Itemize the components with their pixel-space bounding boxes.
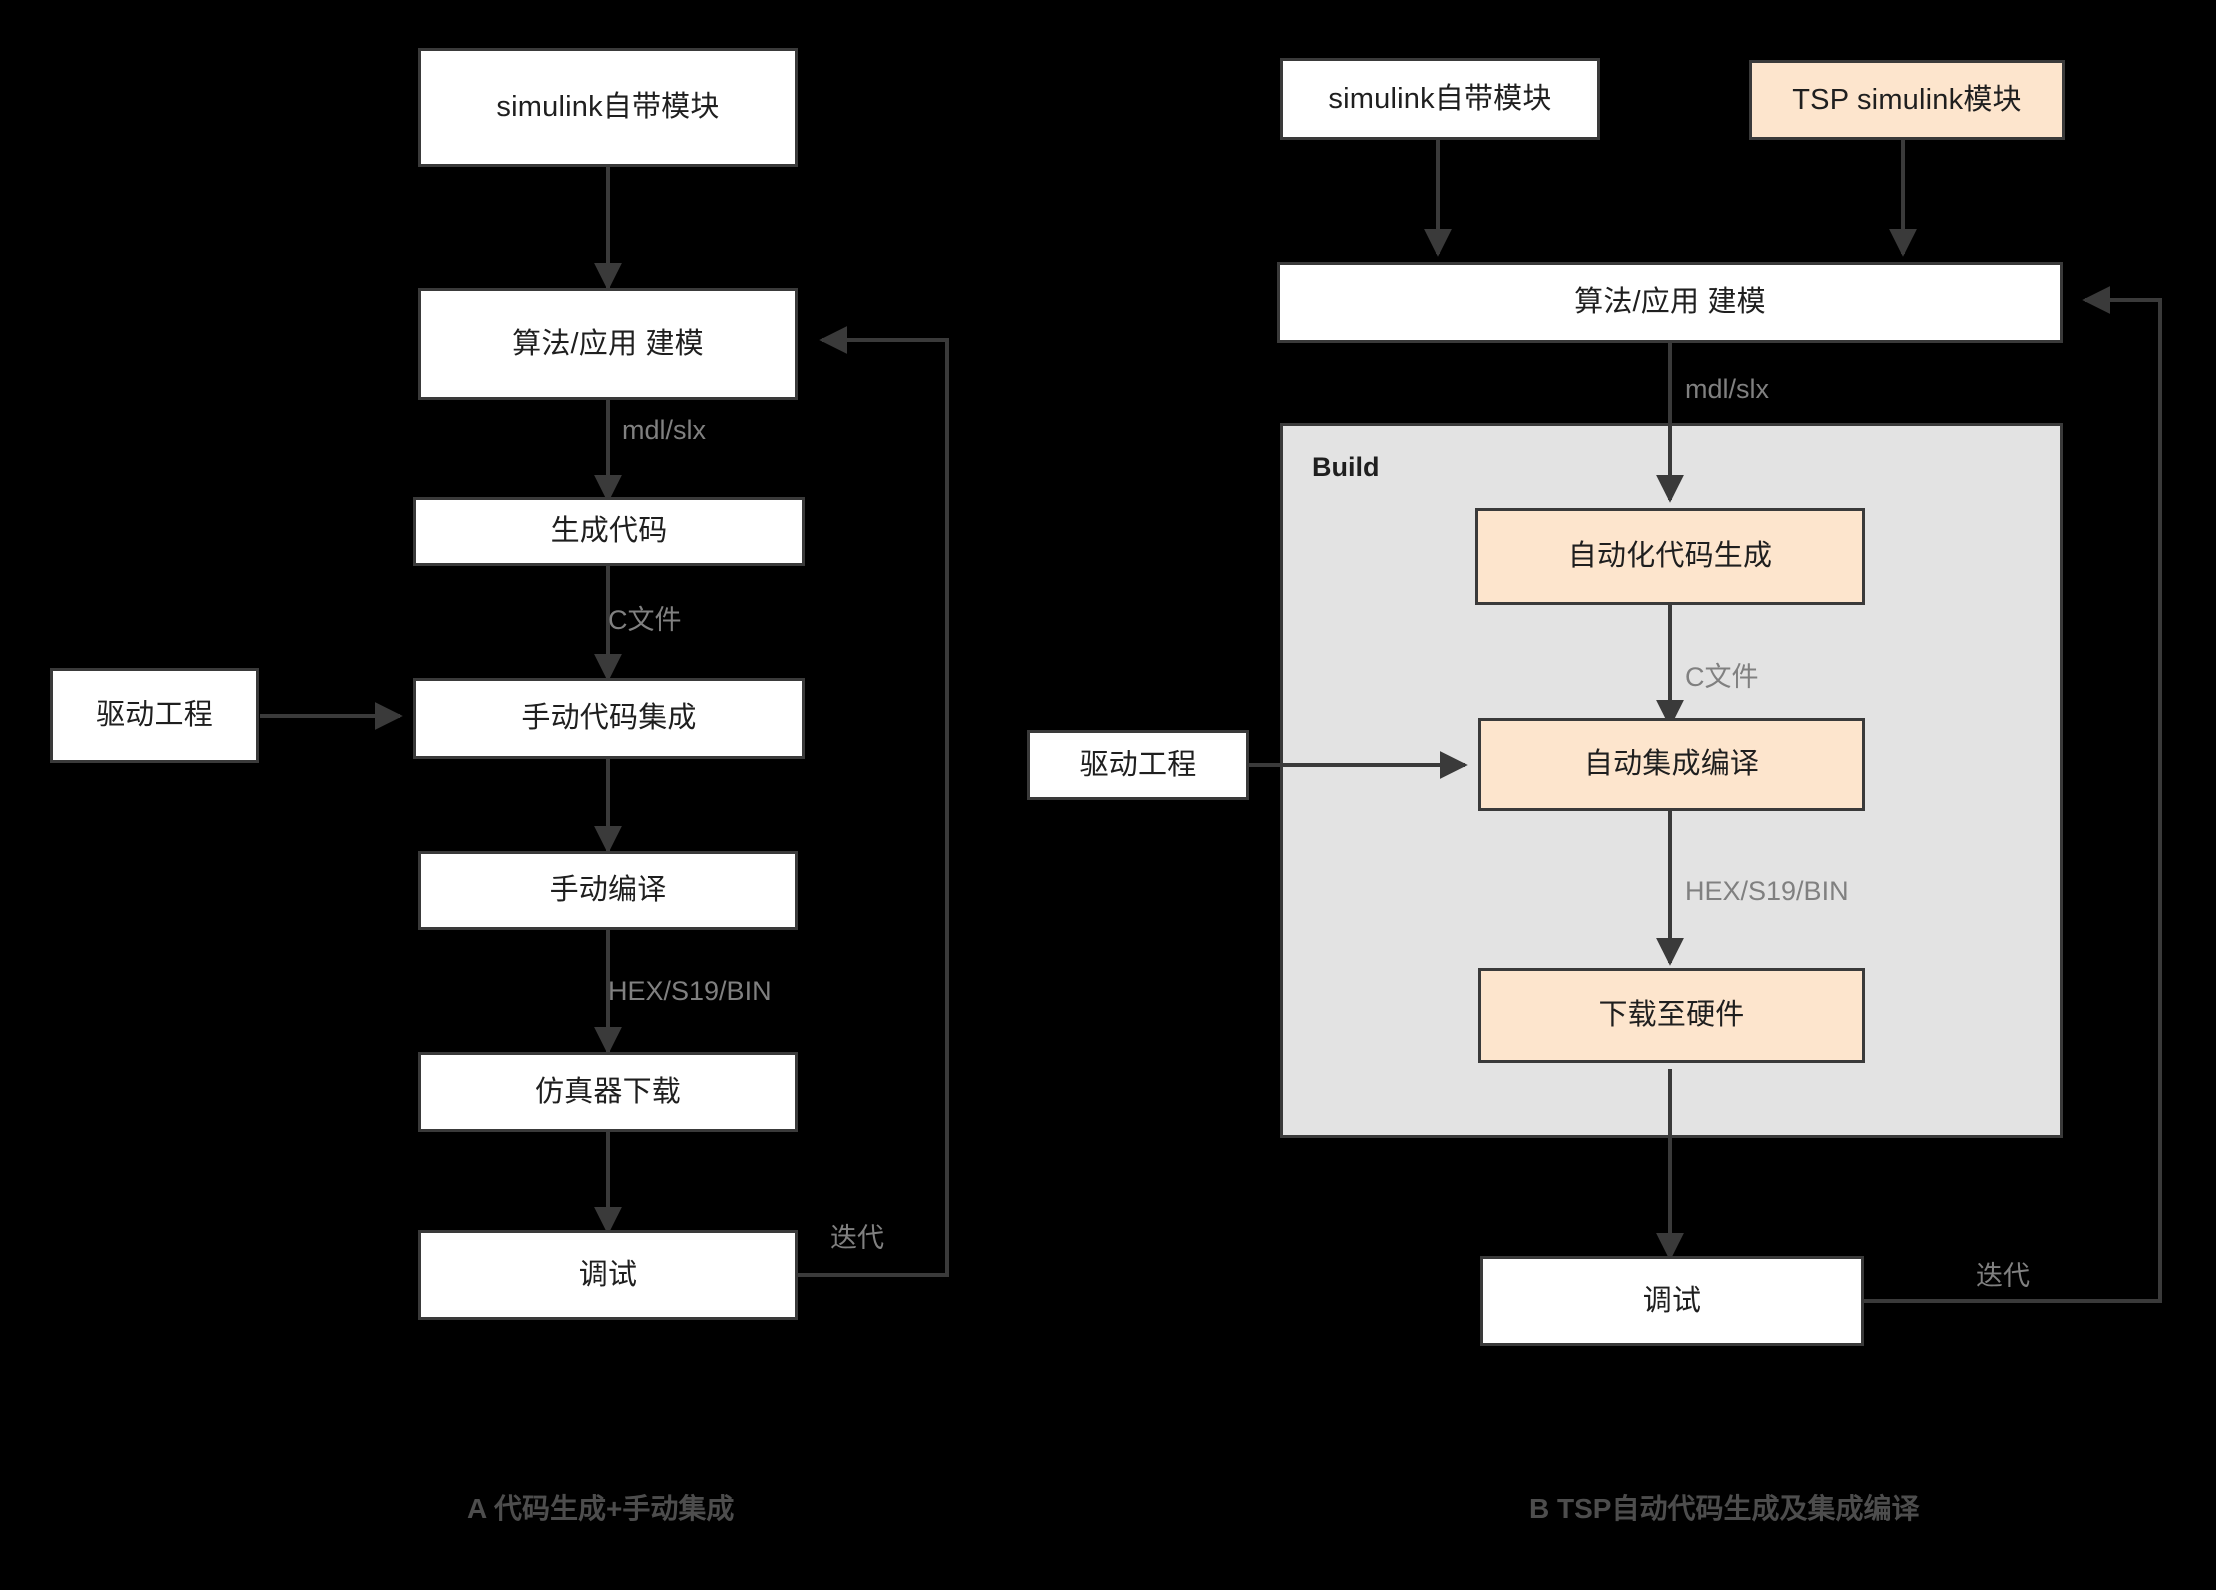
node-b-simulink-blocks-label: simulink自带模块 [1328, 82, 1552, 115]
node-a-generate-code[interactable]: 生成代码 [413, 497, 805, 566]
node-b-download-hw-label: 下载至硬件 [1598, 999, 1745, 1032]
edge-label-a-hex: HEX/S19/BIN [608, 976, 772, 1006]
node-a-debug-label: 调试 [578, 1258, 638, 1291]
node-a-simulink-blocks[interactable]: simulink自带模块 [418, 48, 798, 167]
node-b-driver-project[interactable]: 驱动工程 [1027, 730, 1249, 800]
node-a-manual-compile-label: 手动编译 [549, 874, 667, 907]
node-b-debug[interactable]: 调试 [1480, 1256, 1864, 1346]
node-a-debugger-download[interactable]: 仿真器下载 [418, 1052, 798, 1132]
node-a-simulink-blocks-label: simulink自带模块 [496, 91, 720, 124]
node-b-tsp-blocks[interactable]: TSP simulink模块 [1749, 60, 2065, 140]
edge-label-b-iterate: 迭代 [1976, 1261, 2030, 1291]
node-b-auto-codegen-label: 自动化代码生成 [1567, 540, 1773, 573]
node-b-download-hw[interactable]: 下载至硬件 [1478, 968, 1865, 1063]
node-b-auto-build[interactable]: 自动集成编译 [1478, 718, 1865, 811]
node-a-generate-code-label: 生成代码 [550, 515, 668, 548]
node-b-auto-build-label: 自动集成编译 [1583, 748, 1760, 781]
node-a-manual-integration-label: 手动代码集成 [521, 702, 697, 735]
node-b-driver-project-label: 驱动工程 [1079, 748, 1197, 781]
node-a-debugger-download-label: 仿真器下载 [534, 1075, 681, 1108]
node-a-debug[interactable]: 调试 [418, 1230, 798, 1320]
node-b-modeling-label: 算法/应用 建模 [1574, 286, 1766, 319]
build-group-title: Build [1312, 452, 1380, 482]
node-b-debug-label: 调试 [1642, 1284, 1702, 1317]
node-a-driver-project-label: 驱动工程 [96, 699, 213, 732]
edge-label-b-c-file: C文件 [1685, 662, 1759, 692]
arrow-a-iteration-feedback [798, 326, 949, 1277]
node-b-tsp-blocks-label: TSP simulink模块 [1792, 83, 2022, 116]
node-a-manual-compile[interactable]: 手动编译 [418, 851, 798, 930]
node-b-modeling[interactable]: 算法/应用 建模 [1277, 262, 2063, 343]
edge-label-a-mdl-slx: mdl/slx [622, 415, 707, 445]
caption-panel-a: A 代码生成+手动集成 [467, 1493, 735, 1524]
node-b-simulink-blocks[interactable]: simulink自带模块 [1280, 58, 1600, 140]
node-a-manual-integration[interactable]: 手动代码集成 [413, 678, 805, 759]
node-b-auto-codegen[interactable]: 自动化代码生成 [1475, 508, 1865, 605]
node-a-driver-project[interactable]: 驱动工程 [50, 668, 259, 763]
node-a-modeling-label: 算法/应用 建模 [512, 327, 704, 360]
edge-label-b-mdl-slx: mdl/slx [1685, 374, 1770, 404]
edge-label-a-c-file: C文件 [608, 605, 682, 635]
edge-label-a-iterate: 迭代 [830, 1223, 884, 1253]
node-a-modeling[interactable]: 算法/应用 建模 [418, 288, 798, 400]
caption-panel-b: B TSP自动代码生成及集成编译 [1529, 1493, 1920, 1524]
edge-label-b-hex: HEX/S19/BIN [1685, 876, 1849, 906]
